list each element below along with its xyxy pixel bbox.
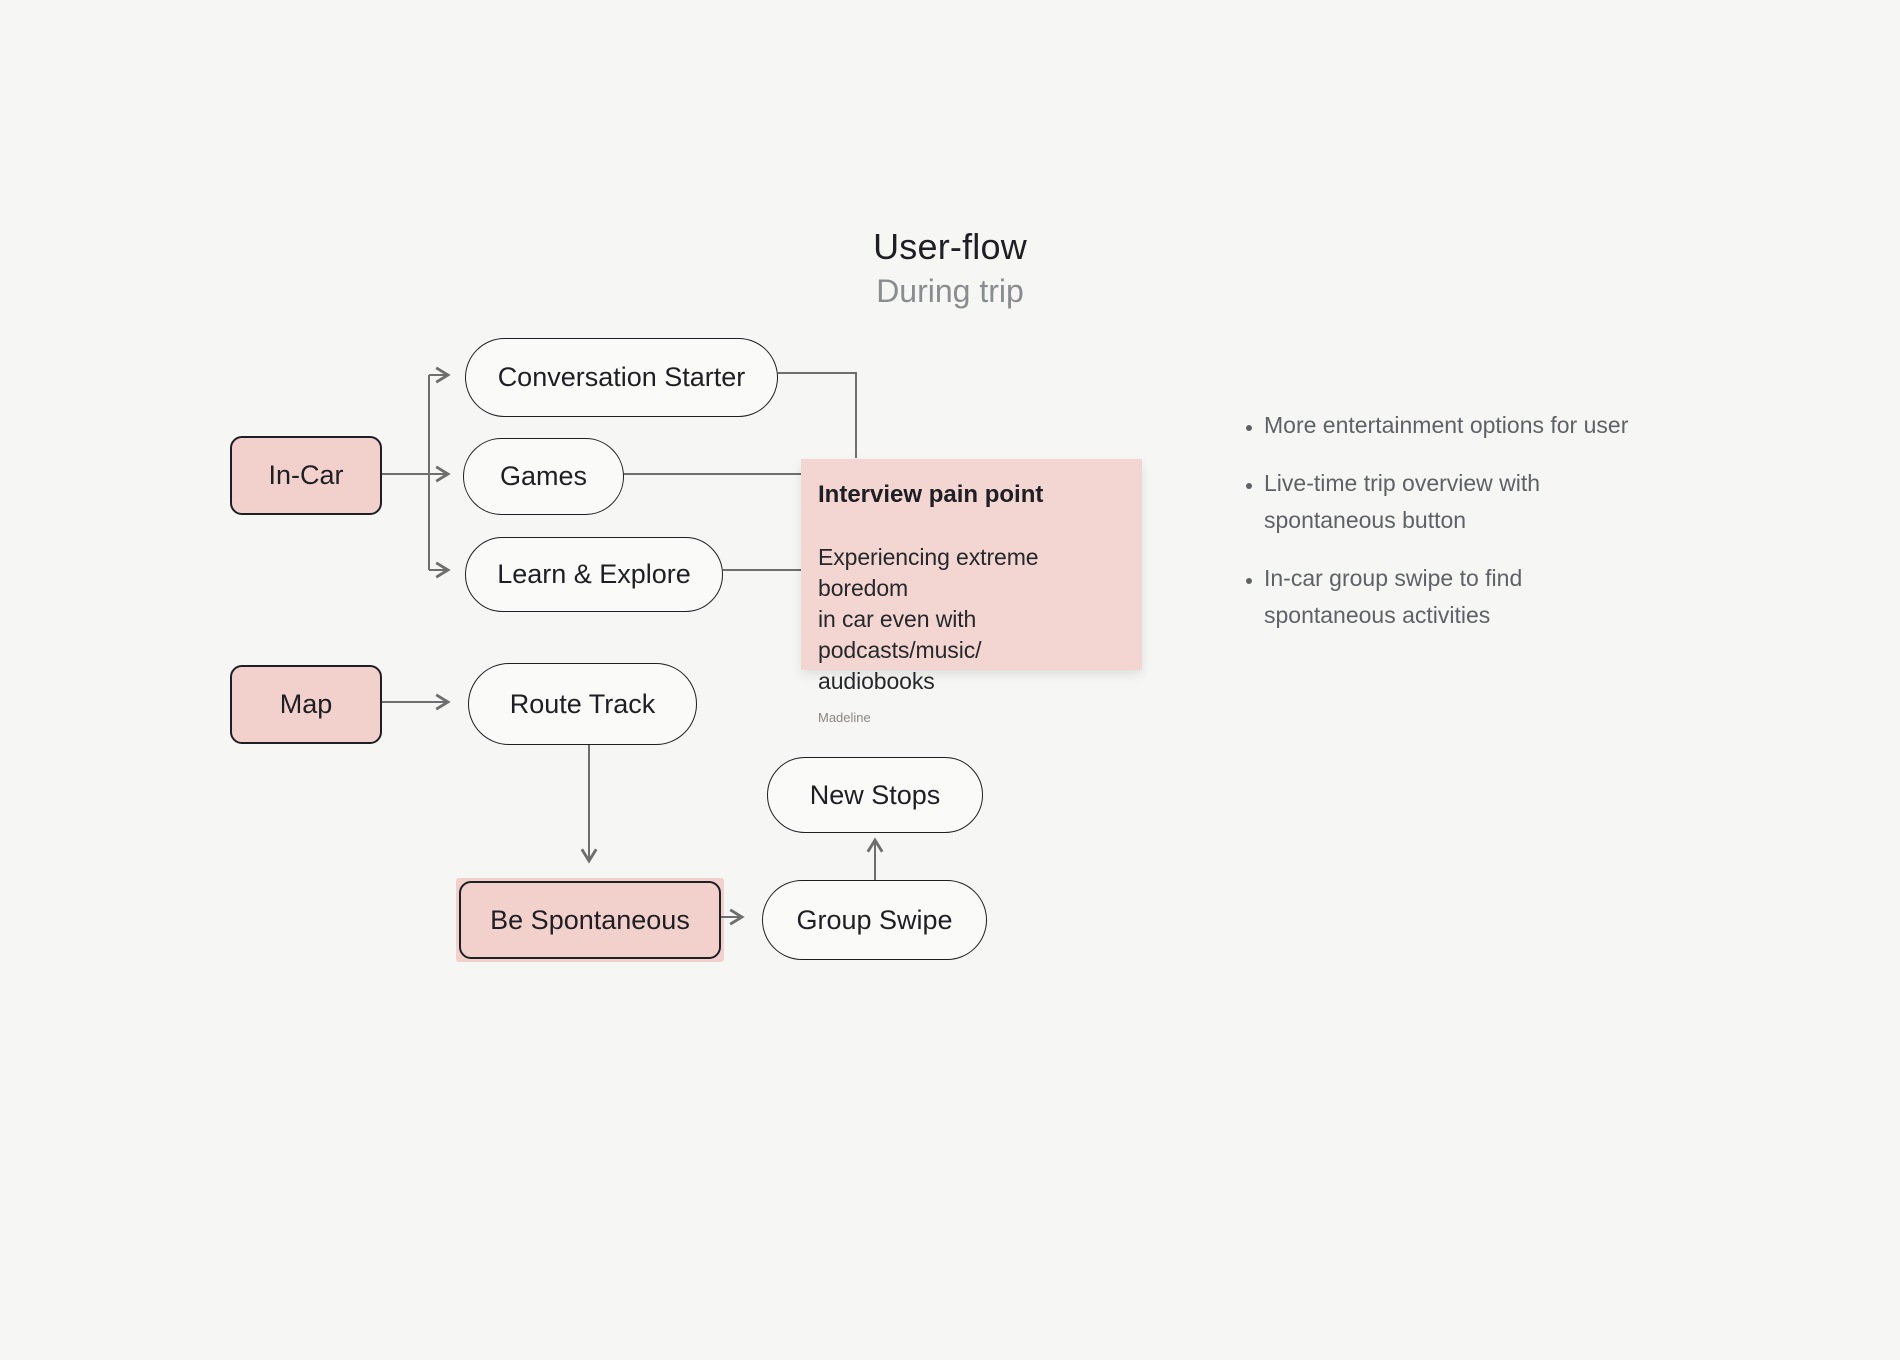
flow-node-in-car[interactable]: In-Car [230,436,382,515]
flow-node-be-spontaneous[interactable]: Be Spontaneous [456,878,724,962]
node-label: Be Spontaneous [490,904,690,935]
note-author: Madeline [818,710,871,725]
flow-node-games[interactable]: Games [463,438,624,515]
flow-node-map[interactable]: Map [230,665,382,744]
insights-list: More entertainment options for user Live… [1244,407,1654,655]
node-label: Group Swipe [796,904,953,935]
flow-node-conversation-starter[interactable]: Conversation Starter [465,338,778,417]
flow-node-group-swipe[interactable]: Group Swipe [762,880,987,960]
insight-item: Live-time trip overview with spontaneous… [1264,465,1644,540]
flow-node-new-stops[interactable]: New Stops [767,757,983,833]
insight-item: More entertainment options for user [1264,407,1644,445]
node-label: Games [499,461,588,491]
interview-pain-point-note[interactable]: Interview pain point Experiencing extrem… [801,459,1142,725]
insight-item: In-car group swipe to find spontaneous a… [1264,560,1644,635]
node-label: In-Car [268,460,344,490]
node-label: New Stops [809,779,941,810]
note-body: Experiencing extreme boredom in car even… [818,544,1039,694]
connector-conversation-note [778,372,857,458]
flow-node-route-track[interactable]: Route Track [468,663,697,745]
node-label: Learn & Explore [497,559,691,589]
node-label: Route Track [509,688,656,719]
diagram-title-block: User-flow During trip [700,226,1200,310]
note-title: Interview pain point [818,481,1044,508]
node-label: Map [279,689,333,719]
flow-node-learn-explore[interactable]: Learn & Explore [465,537,723,612]
page-subtitle: During trip [876,273,1024,309]
page-title: User-flow [873,226,1027,267]
node-label: Conversation Starter [497,362,746,392]
